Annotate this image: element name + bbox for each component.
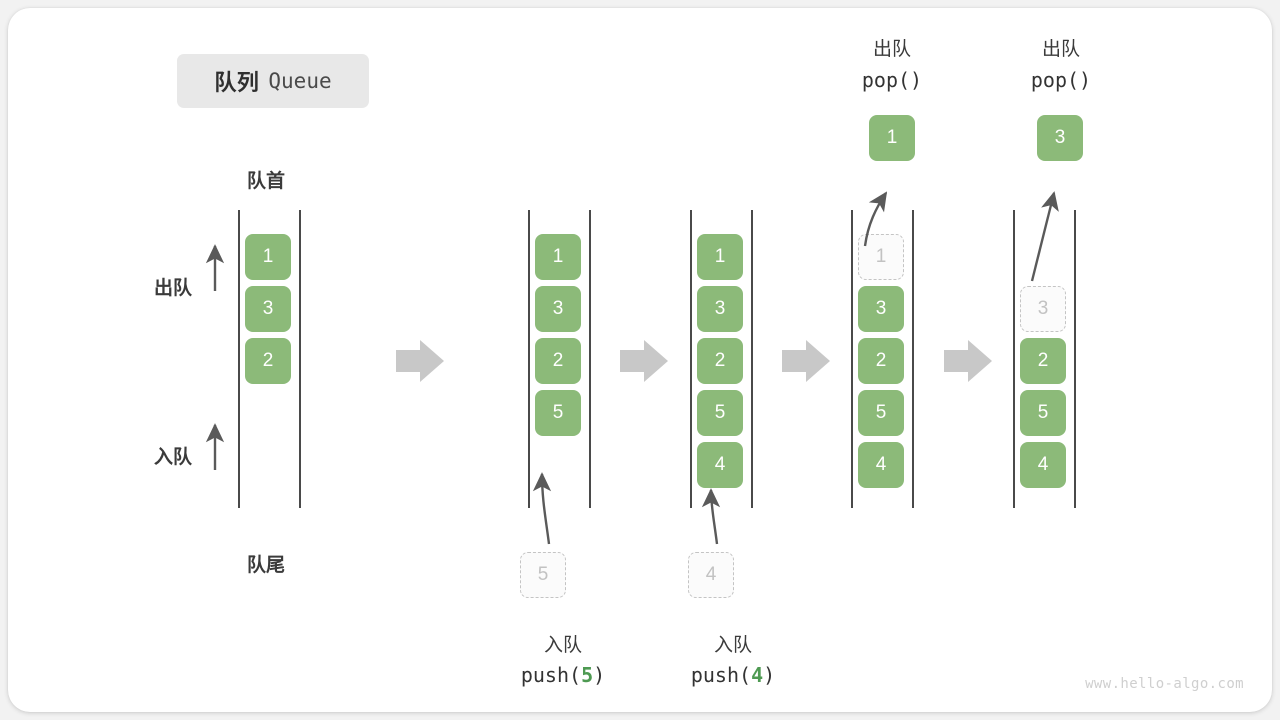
push-code-arg: 5 <box>581 663 594 687</box>
incoming-ghost-cell: 5 <box>520 552 566 598</box>
step-arrow-3 <box>782 340 830 382</box>
queue-cell: 1 <box>535 234 581 280</box>
title-badge: 队列 Queue <box>177 54 369 108</box>
watermark: www.hello-algo.com <box>1085 676 1244 692</box>
rail-left <box>238 210 240 508</box>
push-caption-code: push(5) <box>521 663 605 687</box>
diagram-card: 队列 Queue 队首 队尾 出队 入队 1 3 2 1 3 2 5 5 入队 … <box>8 8 1272 712</box>
push-caption-code: push(4) <box>691 663 775 687</box>
pop-caption-cn: 出队 <box>872 39 912 60</box>
incoming-ghost-cell: 4 <box>688 552 734 598</box>
rail-right <box>912 210 914 508</box>
rail-left <box>1013 210 1015 508</box>
queue-cell-new: 4 <box>697 442 743 488</box>
rail-right <box>751 210 753 508</box>
title-en: Queue <box>268 69 332 93</box>
rail-right <box>589 210 591 508</box>
queue-cell: 4 <box>1020 442 1066 488</box>
step-arrow-2 <box>620 340 668 382</box>
queue-cell: 2 <box>1020 338 1066 384</box>
queue-cell: 2 <box>535 338 581 384</box>
queue-cell: 5 <box>697 390 743 436</box>
push-caption-cn: 入队 <box>543 635 583 656</box>
queue-cell: 5 <box>1020 390 1066 436</box>
popped-cell: 1 <box>869 115 915 161</box>
push-code-pre: push( <box>520 663 582 687</box>
pop-3-arrow <box>1030 191 1059 282</box>
rail-right <box>1074 210 1076 508</box>
pop-caption-code: pop() <box>861 68 923 92</box>
push-code-post: ) <box>593 663 606 687</box>
title-cn: 队列 <box>214 70 260 95</box>
popped-cell: 3 <box>1037 115 1083 161</box>
rail-left <box>528 210 530 508</box>
push-caption-cn: 入队 <box>713 635 753 656</box>
queue-cell: 5 <box>858 390 904 436</box>
queue-head-label: 队首 <box>246 171 286 192</box>
queue-cell: 3 <box>245 286 291 332</box>
queue-cell: 2 <box>245 338 291 384</box>
enqueue-direction-label: 入队 <box>154 447 193 468</box>
queue-cell-new: 5 <box>535 390 581 436</box>
push-code-post: ) <box>763 663 776 687</box>
rail-left <box>851 210 853 508</box>
push-code-pre: push( <box>690 663 752 687</box>
pop-caption-cn: 出队 <box>1041 39 1081 60</box>
dequeue-direction-label: 出队 <box>154 278 193 299</box>
rail-left <box>690 210 692 508</box>
queue-cell: 1 <box>697 234 743 280</box>
queue-cell: 2 <box>858 338 904 384</box>
push-5-arrow <box>532 472 552 545</box>
popped-ghost-cell: 3 <box>1020 286 1066 332</box>
push-code-arg: 4 <box>751 663 764 687</box>
queue-tail-label: 队尾 <box>246 555 286 576</box>
step-arrow-4 <box>944 340 992 382</box>
queue-cell: 2 <box>697 338 743 384</box>
queue-cell: 3 <box>697 286 743 332</box>
pop-caption-code: pop() <box>1030 68 1092 92</box>
popped-ghost-cell: 1 <box>858 234 904 280</box>
queue-cell: 3 <box>535 286 581 332</box>
arrows-overlay <box>205 191 1059 545</box>
queue-cell: 3 <box>858 286 904 332</box>
rail-right <box>299 210 301 508</box>
queue-cell: 4 <box>858 442 904 488</box>
queue-cell: 1 <box>245 234 291 280</box>
push-4-arrow <box>701 488 721 545</box>
step-arrow-1 <box>396 340 444 382</box>
